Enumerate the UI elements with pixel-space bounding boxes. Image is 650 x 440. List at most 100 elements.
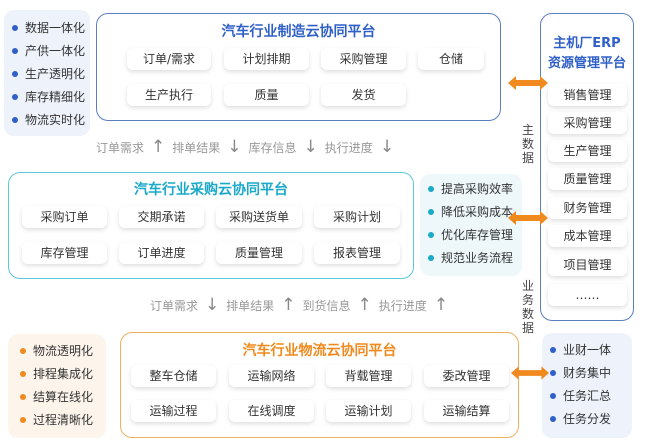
list-item-label: 提高采购效率 <box>441 182 514 196</box>
list-item-label: 业财一体 <box>563 343 612 357</box>
list-item: 数据一体化 <box>12 19 85 36</box>
module-planning[interactable]: 计划排期 <box>224 48 309 70</box>
list-item: 任务分发 <box>550 410 611 427</box>
list-item: 物流透明化 <box>20 342 93 359</box>
bullet-icon <box>550 369 556 376</box>
module-dispatch[interactable]: 在线调度 <box>229 400 314 422</box>
arrow-down-icon: ↓ <box>205 295 220 315</box>
erp-sales[interactable]: 销售管理 <box>548 84 627 106</box>
flow-label: 排单结果 <box>226 298 275 313</box>
list-item: 提高采购效率 <box>428 180 513 197</box>
bullet-icon <box>12 24 18 31</box>
logistics-platform: 汽车行业物流云协同平台 整车仓储 运输网络 背载管理 委改管理 运输过程 在线调… <box>120 332 519 438</box>
erp-finance[interactable]: 财务管理 <box>548 197 627 219</box>
list-item-label: 库存精细化 <box>25 90 86 104</box>
flow-label: 订单需求 <box>96 140 145 155</box>
list-item: 业财一体 <box>550 341 611 358</box>
master-data-label: 主数据 <box>521 123 534 165</box>
module-purchasing[interactable]: 采购管理 <box>321 48 406 70</box>
bullet-icon <box>428 231 434 238</box>
double-arrow-icon <box>511 366 549 380</box>
flow-label: 库存信息 <box>248 140 297 155</box>
module-modification[interactable]: 委改管理 <box>424 365 509 387</box>
erp-title-line1: 主机厂ERP <box>553 36 621 51</box>
list-item: 排程集成化 <box>20 365 93 382</box>
list-item-label: 优化库存管理 <box>441 228 514 242</box>
procurement-platform: 汽车行业采购云协同平台 采购订单 交期承诺 采购送货单 采购计划 库存管理 订单… <box>8 172 414 279</box>
flow-label: 执行进度 <box>378 298 427 313</box>
manufacturing-platform: 汽车行业制造云协同平台 订单/需求 计划排期 采购管理 仓储 生产执行 质量 发… <box>96 13 501 121</box>
module-transport-plan[interactable]: 运输计划 <box>326 400 411 422</box>
list-item-label: 物流实时化 <box>25 113 86 127</box>
bullet-icon <box>550 415 556 422</box>
module-reports[interactable]: 报表管理 <box>314 242 400 264</box>
arrow-up-icon: ↑ <box>151 137 166 157</box>
module-settlement[interactable]: 运输结算 <box>424 400 509 422</box>
arrow-down-icon: ↓ <box>227 137 242 157</box>
bullet-icon <box>550 392 556 399</box>
module-order-progress[interactable]: 订单进度 <box>119 242 204 264</box>
bullet-icon <box>20 347 26 354</box>
list-item-label: 排程集成化 <box>33 367 94 381</box>
bullet-icon <box>428 185 434 192</box>
module-transport-network[interactable]: 运输网络 <box>229 365 314 387</box>
list-item: 任务汇总 <box>550 387 611 404</box>
list-item-label: 任务分发 <box>563 412 612 426</box>
arrow-down-icon: ↓ <box>379 137 395 157</box>
flow-labels-bottom: 订单需求↓ 排单结果↑ 到货信息↑ 执行进度↑ <box>150 295 451 315</box>
arrow-up-icon: ↑ <box>357 295 372 315</box>
integration-benefits-panel <box>4 10 90 136</box>
module-order-demand[interactable]: 订单/需求 <box>127 48 211 70</box>
double-arrow-icon <box>508 76 548 90</box>
list-item: 过程清晰化 <box>20 411 93 428</box>
list-item-label: 规范业务流程 <box>441 251 514 265</box>
list-item: 库存精细化 <box>12 88 85 105</box>
module-quality-mgmt[interactable]: 质量管理 <box>216 242 302 264</box>
flow-label: 排单结果 <box>172 140 221 155</box>
bullet-icon <box>428 254 434 261</box>
erp-project[interactable]: 项目管理 <box>548 254 627 276</box>
erp-purchasing[interactable]: 采购管理 <box>548 112 627 134</box>
bullet-icon <box>20 416 26 423</box>
list-item: 生产透明化 <box>12 65 85 82</box>
bullet-icon <box>12 93 18 100</box>
list-item-label: 过程清晰化 <box>33 413 94 427</box>
manufacturing-title: 汽车行业制造云协同平台 <box>221 24 376 40</box>
erp-quality[interactable]: 质量管理 <box>548 168 627 190</box>
bullet-icon <box>12 47 18 54</box>
erp-more[interactable]: …… <box>548 284 627 306</box>
double-arrow-icon <box>508 211 548 225</box>
arrow-up-icon: ↑ <box>281 295 296 315</box>
module-transport-process[interactable]: 运输过程 <box>131 400 216 422</box>
module-vehicle-storage[interactable]: 整车仓储 <box>131 365 216 387</box>
module-warehouse[interactable]: 仓储 <box>418 48 484 70</box>
module-backhaul[interactable]: 背载管理 <box>326 365 411 387</box>
list-item-label: 财务集中 <box>563 366 612 380</box>
procurement-benefits-panel <box>420 174 522 276</box>
list-item-label: 产供一体化 <box>25 44 86 58</box>
erp-title-line2: 资源管理平台 <box>547 56 626 71</box>
list-item: 优化库存管理 <box>428 226 513 243</box>
list-item: 结算在线化 <box>20 388 93 405</box>
bullet-icon <box>550 346 556 353</box>
module-inventory[interactable]: 库存管理 <box>22 242 107 264</box>
logistics-title: 汽车行业物流云协同平台 <box>242 343 397 359</box>
erp-cost[interactable]: 成本管理 <box>548 225 627 247</box>
list-item: 物流实时化 <box>12 111 85 128</box>
business-data-label: 业务数据 <box>521 279 534 335</box>
module-delivery-note[interactable]: 采购送货单 <box>216 206 302 228</box>
bullet-icon <box>20 393 26 400</box>
erp-production[interactable]: 生产管理 <box>548 140 627 162</box>
flow-label: 到货信息 <box>302 298 351 313</box>
module-purchase-order[interactable]: 采购订单 <box>22 206 107 228</box>
module-quality[interactable]: 质量 <box>224 84 309 106</box>
module-shipping[interactable]: 发货 <box>321 84 406 106</box>
list-item-label: 任务汇总 <box>563 389 612 403</box>
list-item-label: 生产透明化 <box>25 67 86 81</box>
module-production[interactable]: 生产执行 <box>127 84 211 106</box>
procurement-title: 汽车行业采购云协同平台 <box>134 182 288 198</box>
bullet-icon <box>20 370 26 377</box>
module-delivery-commit[interactable]: 交期承诺 <box>119 206 204 228</box>
module-purchase-plan[interactable]: 采购计划 <box>314 206 400 228</box>
list-item-label: 物流透明化 <box>33 344 94 358</box>
